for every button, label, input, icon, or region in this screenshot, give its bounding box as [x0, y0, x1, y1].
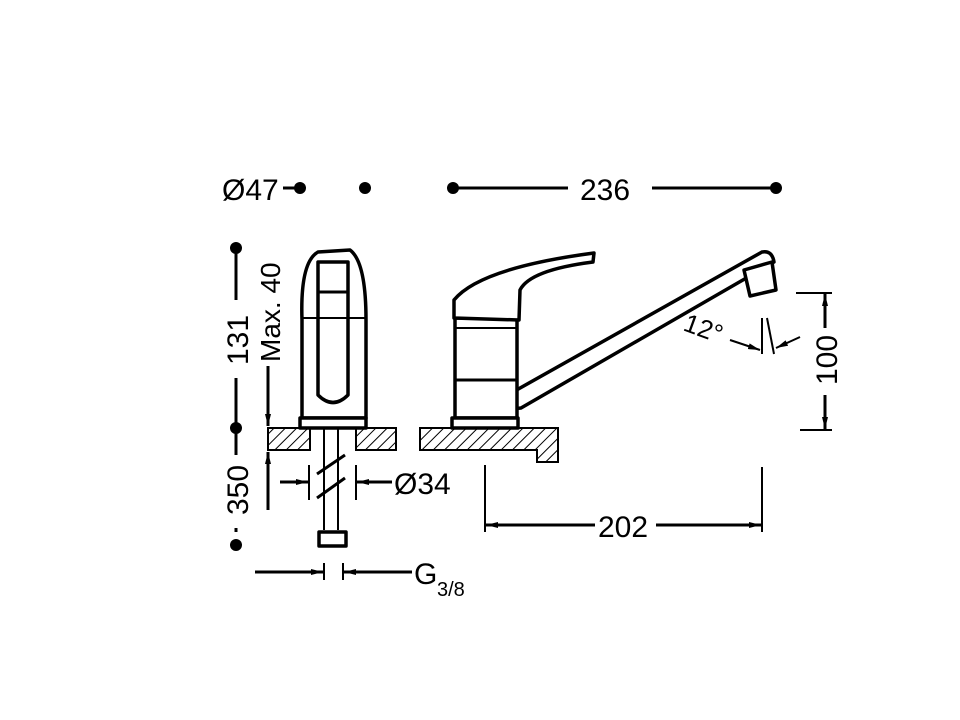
spout-reach-label: 202	[598, 511, 648, 544]
spout-height-dimension: 100	[796, 292, 844, 431]
side-view-mixer	[267, 248, 397, 548]
spout-height-label: 100	[811, 335, 844, 385]
base-diameter-label: Ø47	[222, 174, 279, 207]
front-lever	[452, 251, 596, 322]
max-deck-thickness-label: Max. 40	[255, 262, 286, 362]
front-body	[453, 316, 519, 420]
dim-dot	[359, 182, 371, 194]
thread-dimension: G 3/8	[255, 558, 465, 601]
front-base	[450, 416, 520, 430]
countertop-section	[267, 427, 311, 451]
hose-length-label: 350	[222, 465, 255, 515]
arrow	[775, 336, 801, 349]
top-dimension-row: Ø47 236	[222, 174, 782, 207]
hole-diameter-label: Ø34	[394, 468, 451, 501]
overall-height-label: 131	[222, 315, 255, 365]
side-lever	[316, 260, 350, 405]
thread-label: G	[414, 558, 437, 591]
spout-reach-dimension: 202	[484, 465, 763, 544]
hose-connector	[317, 530, 348, 548]
arrow	[729, 339, 761, 351]
hole-diameter-dimension: Ø34	[280, 465, 451, 501]
aerator	[742, 260, 778, 298]
swivel-angle-label: 12°	[680, 307, 727, 349]
side-base	[298, 416, 368, 430]
break-line	[316, 476, 346, 500]
left-vertical-dimensions: 131 350 Max. 40	[222, 242, 286, 551]
swivel-angle-dimension: 12°	[680, 307, 801, 355]
thread-fraction-label: 3/8	[437, 579, 465, 601]
overall-length-label: 236	[580, 174, 630, 207]
spout	[510, 249, 776, 410]
front-view-mixer	[419, 249, 778, 463]
countertop-section	[419, 427, 559, 463]
dim-dot	[294, 182, 306, 194]
ext-line	[766, 317, 775, 355]
dim-dot	[770, 182, 782, 194]
break-line	[316, 453, 346, 476]
dim-dot	[230, 539, 242, 551]
countertop-section	[355, 427, 397, 451]
